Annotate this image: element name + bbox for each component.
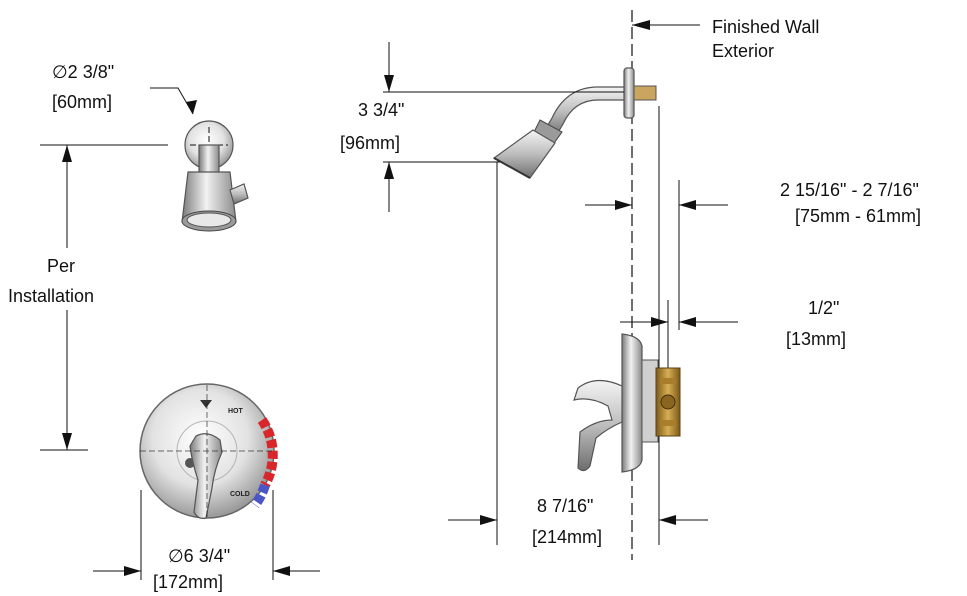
per-label: Per (47, 256, 75, 276)
drop-mm-label: [96mm] (340, 133, 400, 153)
cold-label: COLD (230, 491, 250, 498)
arm-flange-side (623, 67, 635, 119)
arm-nipple (633, 85, 657, 101)
water-drop-icon (200, 400, 212, 408)
head-leader-line (150, 87, 194, 115)
depth-mm-label: [75mm - 61mm] (795, 206, 921, 226)
drop-label: 3 3/4" (358, 100, 404, 120)
valve-side-view (573, 333, 681, 473)
exterior-label: Exterior (712, 41, 774, 61)
showerhead-side (492, 129, 556, 179)
valve-handle[interactable] (189, 433, 223, 519)
head-leader-arrow (186, 100, 197, 114)
valve-handle-side[interactable] (573, 379, 623, 472)
reach-label: 8 7/16" (537, 496, 593, 516)
head-diameter-label: ∅2 3/8" (52, 62, 114, 82)
valve-trim-front-view: HOT COLD (139, 383, 278, 520)
showerhead-side-view (492, 67, 657, 179)
plate-diameter-mm-label: [172mm] (153, 572, 223, 592)
spray-lever (229, 183, 249, 205)
head-diameter-mm-label: [60mm] (52, 92, 112, 112)
finished-wall-label: Finished Wall (712, 17, 819, 37)
hot-scale (257, 417, 278, 488)
half-label: 1/2" (808, 298, 839, 318)
plate-diameter-label: ∅6 3/4" (168, 546, 230, 566)
depth-label: 2 15/16" - 2 7/16" (780, 180, 919, 200)
shower-arm (198, 144, 220, 176)
escutcheon-side (621, 333, 643, 473)
cold-scale (250, 483, 270, 509)
reach-mm-label: [214mm] (532, 527, 602, 547)
hot-label: HOT (228, 408, 244, 415)
installation-label: Installation (8, 286, 94, 306)
half-mm-label: [13mm] (786, 329, 846, 349)
showerhead-front-view (181, 120, 249, 232)
